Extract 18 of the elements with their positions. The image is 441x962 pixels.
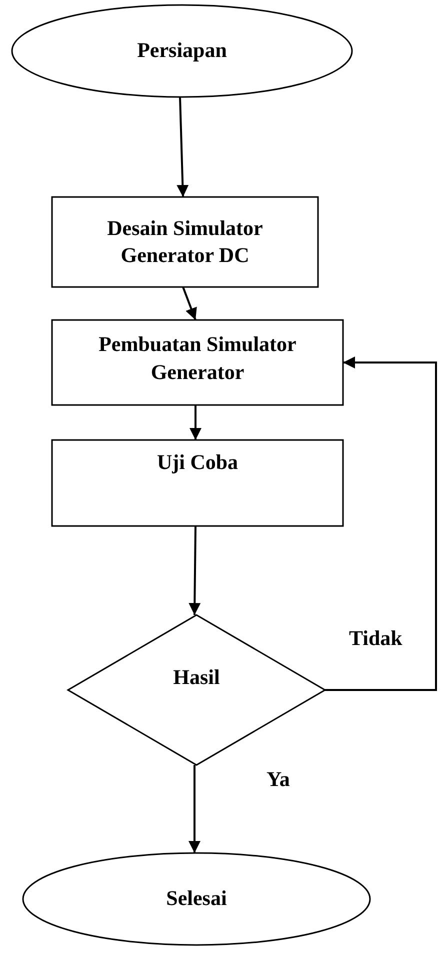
node-label: Uji Coba [156, 449, 238, 476]
arrow [188, 765, 200, 853]
process-box [52, 440, 343, 526]
node-label: Pembuatan Simulator Generator [98, 331, 298, 386]
arrow [188, 526, 201, 616]
arrow [182, 286, 197, 320]
arrow [325, 356, 437, 691]
node-label: Selesai [166, 885, 227, 912]
arrow [176, 96, 189, 198]
arrow [190, 405, 202, 440]
decision-diamond [68, 615, 325, 765]
process-box [52, 320, 343, 405]
end-ellipse [23, 853, 370, 945]
node-label: Persiapan [137, 37, 227, 64]
node-label: Hasil [173, 664, 220, 692]
start-ellipse [12, 5, 352, 97]
node-label: Desain Simulator Generator DC [106, 214, 264, 269]
process-box [52, 197, 318, 287]
